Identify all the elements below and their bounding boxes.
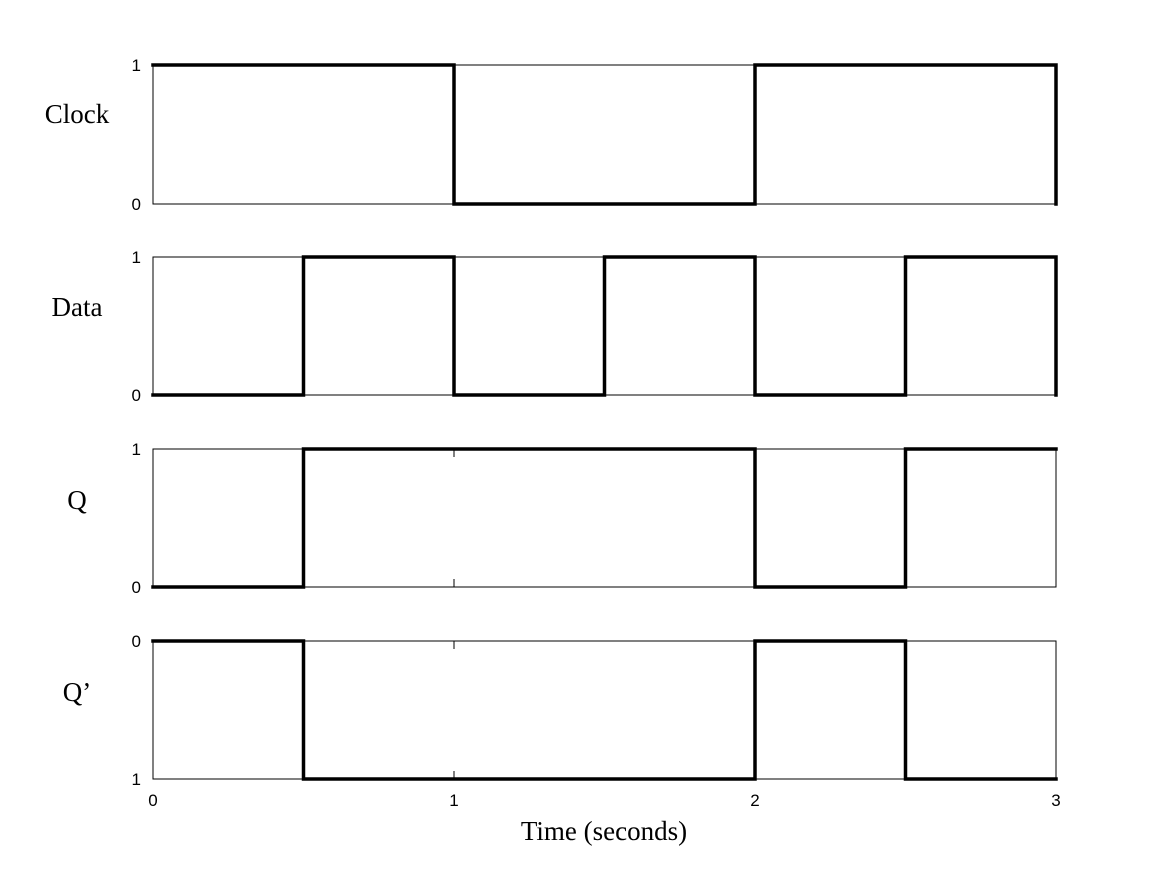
series-0-y-tick-label-top: 1 bbox=[132, 56, 141, 75]
series-0-y-tick-label-bottom: 0 bbox=[132, 195, 141, 214]
series-3-line bbox=[151, 639, 1058, 781]
series-2-y-tick-label-top: 1 bbox=[132, 440, 141, 459]
series-3-y-tick-label-top: 0 bbox=[132, 632, 141, 651]
x-tick-label-0: 0 bbox=[148, 791, 157, 810]
series-3-axes-frame bbox=[152, 640, 1057, 780]
series-0-line bbox=[151, 63, 1058, 206]
series-1-y-tick-label-bottom: 0 bbox=[132, 386, 141, 405]
series-3-label: Q’ bbox=[63, 677, 92, 707]
series-0-axes-frame bbox=[152, 64, 1057, 205]
x-tick-label-3: 3 bbox=[1051, 791, 1060, 810]
x-axis-title: Time (seconds) bbox=[521, 816, 687, 846]
series-1-line bbox=[151, 255, 1058, 397]
series-2-line bbox=[151, 447, 1058, 589]
series-3-y-tick-label-bottom: 1 bbox=[132, 770, 141, 789]
series-1-label: Data bbox=[52, 292, 103, 322]
series-2-label: Q bbox=[67, 485, 87, 515]
x-tick-label-2: 2 bbox=[750, 791, 759, 810]
series-0-label: Clock bbox=[45, 99, 110, 129]
series-1-y-tick-label-top: 1 bbox=[132, 248, 141, 267]
x-tick-label-1: 1 bbox=[449, 791, 458, 810]
series-2-axes-frame bbox=[152, 448, 1057, 588]
series-2-y-tick-label-bottom: 0 bbox=[132, 578, 141, 597]
